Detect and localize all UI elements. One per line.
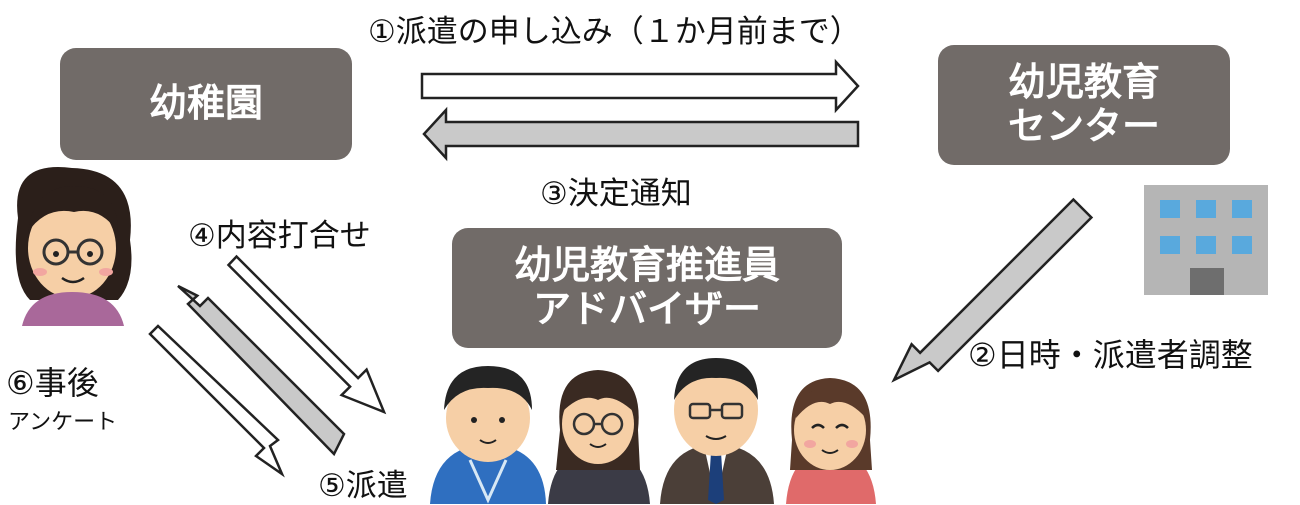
- step6-label-line1: ⑥事後: [6, 364, 99, 402]
- center-label-line1: 幼児教育: [1007, 60, 1160, 105]
- center-label-line2: センター: [1007, 104, 1160, 148]
- step1-label: ①派遣の申し込み（１か月前まで）: [368, 14, 861, 50]
- advisor-person-2-icon: [548, 370, 650, 504]
- advisor-person-1-icon: [430, 366, 546, 504]
- advisor-label-line1: 幼児教育推進員: [513, 243, 780, 288]
- advisor-label-line2: アドバイザー: [532, 287, 761, 331]
- kindergarten-label: 幼稚園: [148, 81, 263, 126]
- step4-label: ④内容打合せ: [188, 218, 371, 254]
- arrow-step6: [148, 324, 285, 478]
- kindergarten-box: 幼稚園: [60, 48, 352, 160]
- step3-label: ③決定通知: [540, 176, 692, 212]
- step5-label: ⑤派遣: [318, 468, 408, 504]
- step2-label: ②日時・派遣者調整: [968, 336, 1253, 374]
- arrow-step3: [422, 106, 860, 162]
- advisor-box: 幼児教育推進員 アドバイザー: [452, 228, 842, 348]
- step6-label-line2: アンケート: [8, 410, 118, 435]
- advisor-person-3-icon: [660, 358, 774, 504]
- arrow-step5: [177, 284, 346, 457]
- center-box: 幼児教育 センター: [938, 45, 1230, 165]
- advisor-person-4-icon: [786, 378, 876, 504]
- arrow-step4: [226, 254, 387, 415]
- arrow-step1: [420, 58, 860, 114]
- arrow-step2: [891, 197, 1094, 383]
